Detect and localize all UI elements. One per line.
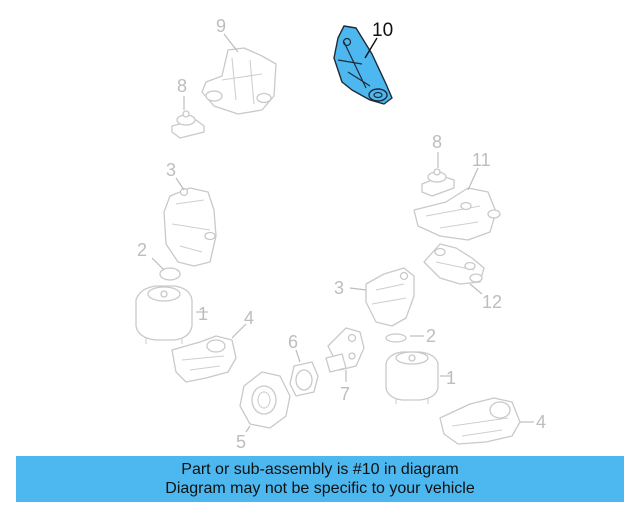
part-2-washer-right[interactable] [385,333,407,343]
callout-4-right: 4 [536,412,546,432]
info-banner: Part or sub-assembly is #10 in diagram D… [16,456,624,502]
callout-11: 11 [472,150,491,170]
callout-12: 12 [482,292,502,312]
part-12-bracket[interactable] [423,243,485,285]
callout-10-leader [364,37,378,59]
callout-3-right-leader [349,287,367,291]
callout-8-right: 8 [432,132,442,152]
callout-6-leader [295,349,301,363]
part-6-bushing[interactable] [289,361,319,397]
callout-7: 7 [340,384,350,404]
callout-12-leader [469,283,483,295]
callout-9: 9 [216,16,226,36]
part-8-isolator-right[interactable] [421,168,455,197]
part-7-stud-mount[interactable] [325,327,365,373]
callout-10: 10 [372,20,393,41]
callout-8: 8 [177,76,187,96]
callout-2-left-leader [151,257,165,271]
part-3-mount-right[interactable] [365,267,415,327]
callout-2-left: 2 [137,240,147,260]
banner-line-2: Diagram may not be specific to your vehi… [165,480,475,497]
callout-9-leader [223,33,239,53]
part-1-mount-left[interactable] [135,285,193,344]
callout-5: 5 [236,432,246,452]
callout-1-right: 1 [446,368,456,388]
part-11-bracket-right[interactable] [413,187,501,241]
part-10-bracket[interactable] [333,25,393,105]
callout-1-left: 1 [198,304,208,324]
part-4-bracket-right[interactable] [439,397,521,445]
callout-6: 6 [288,332,298,352]
callout-11-leader [467,167,479,191]
callout-5-leader [245,425,251,433]
part-8-isolator[interactable] [171,110,205,139]
callout-2-right: 2 [426,326,436,346]
callout-4-left: 4 [244,308,254,328]
part-4-bracket-left[interactable] [171,335,237,383]
callout-3-left-leader [175,177,185,191]
part-2-washer-left[interactable] [159,267,181,281]
banner-line-1: Part or sub-assembly is #10 in diagram [181,461,459,478]
callout-3-right: 3 [334,278,344,298]
part-1-mount-right[interactable] [385,351,439,404]
callout-3-left: 3 [166,160,176,180]
part-5-plate[interactable] [239,371,291,429]
callout-4-left-leader [231,323,247,339]
part-9-bracket[interactable] [201,47,277,115]
part-3-mount-left[interactable] [163,187,217,267]
